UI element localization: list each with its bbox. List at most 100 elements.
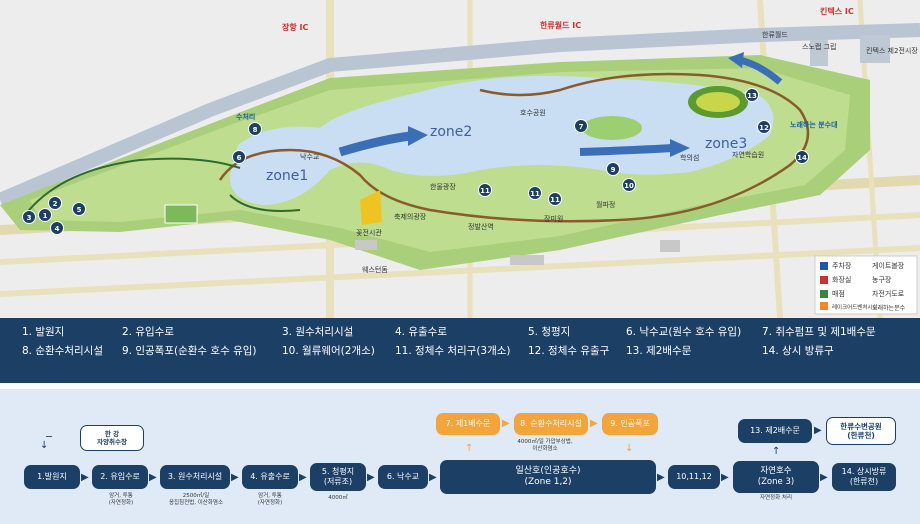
map-legend-basketball: 농구장 [872,276,892,284]
flow-step-14: 14. 상시방류 (한류천) [832,463,896,491]
water-flow-diagram: 한 강 자양취수장 ─ ↓ 1.발원지 ▶ 2. 유입수로 ▶ 3. 원수처리시… [0,389,920,524]
legend-item-11: 11. 정체수 처리구(3개소) [395,345,511,357]
map-pin-13[interactable]: 13 [745,88,759,102]
map-graphic [0,0,920,318]
label-rose-garden: 장미원 [544,215,564,223]
map-pin-14[interactable]: 14 [795,150,809,164]
map-pin-7[interactable]: 7 [574,119,588,133]
legend-item-14: 14. 상시 방류구 [762,345,834,357]
map-legend-gateball: 게이트볼장 [872,262,905,270]
flow-lake: 일산호(인공호수) (Zone 1,2) [440,460,656,494]
zone2-label: zone2 [430,124,473,140]
legend-item-6: 6. 낙수교(원수 호수 유입) [626,326,742,338]
arrow-natural-13: ↑ [772,446,781,457]
arrow-9-lake: ↓ [625,443,634,454]
label-tesco: 웨스턴돔 [362,266,388,274]
map-pin-2[interactable]: 2 [48,196,62,210]
map-pin-10[interactable]: 10 [622,178,636,192]
map-legend-adventure: 레이크어드벤처시설 [832,305,878,311]
arrow-lake-10: ▶ [657,472,665,483]
map-legend-toilet: 화장실 [832,276,852,284]
map-legend-shop: 매점 [832,290,845,298]
flow-step-7: 7. 제1배수문 [436,413,500,435]
map-pin-1[interactable]: 1 [38,208,52,222]
note-natural-lake: 자연정화 처리 [759,495,793,501]
legend-item-2: 2. 유입수로 [122,326,174,338]
map-legend-fountain: 노래하는분수 [872,305,906,312]
flow-step-9: 9. 인공폭포 [602,413,658,435]
arrow-7-8: ▶ [502,418,510,429]
label-snowlab: 스노랩 그립 [802,43,837,51]
label-flower-exhibit: 꽃전시관 [356,229,382,237]
flow-step-1: 1.발원지 [24,465,80,489]
arrow-lake-7: ↑ [465,443,474,454]
arrow-10-natural: ▶ [721,472,729,483]
legend-item-13: 13. 제2배수문 [626,345,692,357]
label-hanul-square: 한울광장 [430,183,456,191]
map-pin-12[interactable]: 12 [757,120,771,134]
map-pin-11c[interactable]: 11 [548,192,562,206]
label-lake-gyo: 낙수교 [300,153,320,161]
zone3-label: zone3 [705,136,748,152]
legend-item-5: 5. 청평지 [528,326,571,338]
note-step-8: 4000㎥/일 가압부상법, 이산화염소 [517,439,573,453]
label-singing-fountain: 노래하는 분수대 [790,121,838,129]
flow-step-8: 8. 순환수처리시설 [514,413,588,435]
note-step-5: 4000㎥ [328,495,348,501]
legend-item-9: 9. 인공폭포(순환수 호수 유입) [122,345,257,357]
legend-item-4: 4. 유출수로 [395,326,447,338]
arrow-3-4: ▶ [231,472,239,483]
map-legend-bike: 자전거도로 [872,290,905,298]
flow-step-5: 5. 청평지 (저류조) [310,463,366,491]
ic-label-hanryu: 한류월드 IC [540,21,582,30]
label-kintex: 킨텍스 제2전시장 [866,47,918,55]
arrow-natural-14: ▶ [820,472,828,483]
legend-item-7: 7. 취수펌프 및 제1배수문 [762,326,876,338]
park-map: zone1 zone2 zone3 장항 IC 한류월드 IC 킨텍스 IC 수… [0,0,920,318]
arrow-6-lake: ▶ [429,472,437,483]
flow-step-3: 3. 원수처리시설 [160,465,230,489]
map-pin-8[interactable]: 8 [248,122,262,136]
arrow-1-2: ▶ [81,472,89,483]
label-station: 정발산역 [468,223,494,231]
arrow-source-down: ↓ [40,440,49,451]
map-pin-5[interactable]: 5 [72,202,86,216]
flow-hanryu-park: 한류수변공원 (한류천) [826,417,896,445]
ic-label-janghang: 장항 IC [282,23,309,32]
arrow-4-5: ▶ [299,472,307,483]
flow-step-4: 4. 유출수로 [242,465,298,489]
label-natural-island: 자연학습원 [732,151,765,159]
label-crane-island: 학의섬 [680,154,700,162]
legend-item-12: 12. 정체수 유출구 [528,345,610,357]
arrow-5-6: ▶ [367,472,375,483]
flow-step-6: 6. 낙수교 [378,465,428,489]
flow-natural-lake: 자연호수 (Zone 3) [733,461,819,493]
map-pin-4[interactable]: 4 [50,221,64,235]
legend-item-8: 8. 순환수처리시설 [22,345,103,357]
legend-item-10: 10. 월류웨어(2개소) [282,345,375,357]
ic-label-kintex: 킨텍스 IC [820,7,854,16]
flow-source-river: 한 강 자양취수장 [80,425,144,451]
note-step-2: 암거, 투통 (자연정화) [108,493,134,507]
arrow-source-left: ─ [46,432,53,443]
label-waterfall: 수처리 [236,113,256,121]
map-legend-parking: 주차장 [832,262,852,270]
flow-step-2: 2. 유입수로 [92,465,148,489]
note-step-4: 암거, 투통 (자연정화) [257,493,283,507]
label-weolpa: 월파정 [596,201,616,209]
arrow-8-9: ▶ [590,418,598,429]
flow-step-10-12: 10,11,12 [668,465,720,489]
map-pin-3[interactable]: 3 [22,210,36,224]
flow-step-13: 13. 제2배수문 [738,419,812,443]
arrow-13-hanryu: ▶ [814,425,822,436]
map-pin-11b[interactable]: 11 [528,186,542,200]
map-pin-11[interactable]: 11 [478,183,492,197]
note-step-3: 2500㎥/일 응집침전법, 이산화염소 [168,493,224,507]
map-pin-9[interactable]: 9 [606,162,620,176]
legend-item-3: 3. 원수처리시설 [282,326,354,338]
legend-item-1: 1. 발원지 [22,326,65,338]
map-pin-6[interactable]: 6 [232,150,246,164]
label-hanryu-world: 한류월드 [762,31,788,39]
arrow-2-3: ▶ [149,472,157,483]
label-festival: 축제의광장 [394,213,427,221]
